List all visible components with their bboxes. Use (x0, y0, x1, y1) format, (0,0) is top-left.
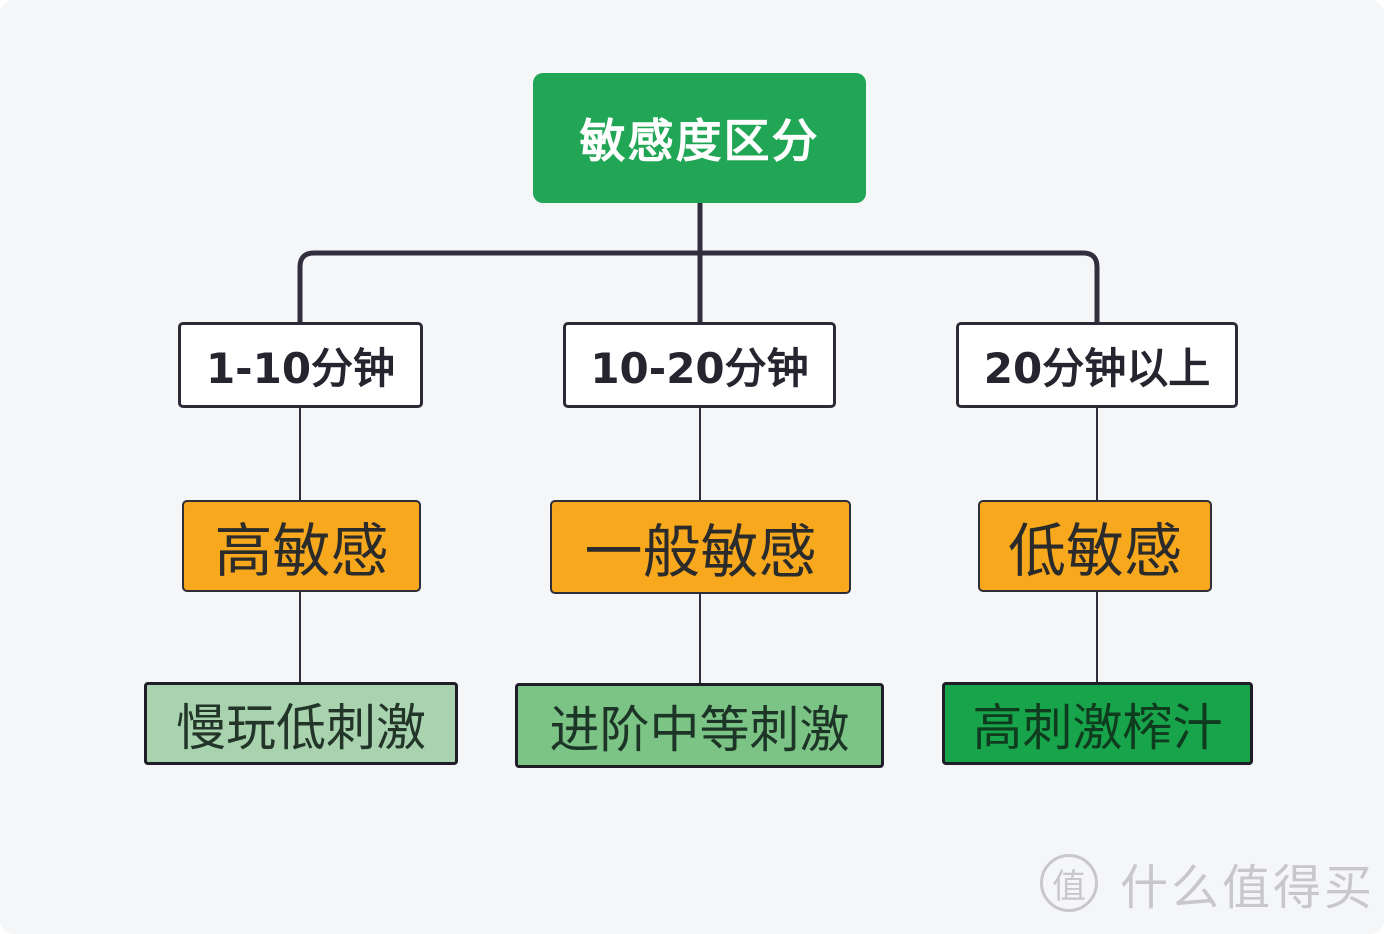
sensitivity-node-general: 一般敏感 (550, 500, 851, 594)
watermark-text: 什么值得买 (1120, 860, 1376, 916)
time-node-10-20min: 10-20分钟 (563, 322, 836, 408)
watermark: 值 什么值得买 (1040, 848, 1375, 918)
action-node-medium-stimulus: 进阶中等刺激 (515, 683, 884, 768)
time-node-1-10min: 1-10分钟 (178, 322, 423, 408)
action-node-high-stimulus: 高刺激榨汁 (942, 682, 1253, 765)
sensitivity-node-low: 低敏感 (978, 500, 1212, 592)
sensitivity-node-high: 高敏感 (182, 500, 421, 592)
time-node-over-20min: 20分钟以上 (956, 322, 1238, 408)
smzdm-logo-icon: 值 (1040, 854, 1098, 912)
action-node-slow-low-stimulus: 慢玩低刺激 (144, 682, 458, 765)
root-node-sensitivity-classification: 敏感度区分 (533, 73, 866, 203)
